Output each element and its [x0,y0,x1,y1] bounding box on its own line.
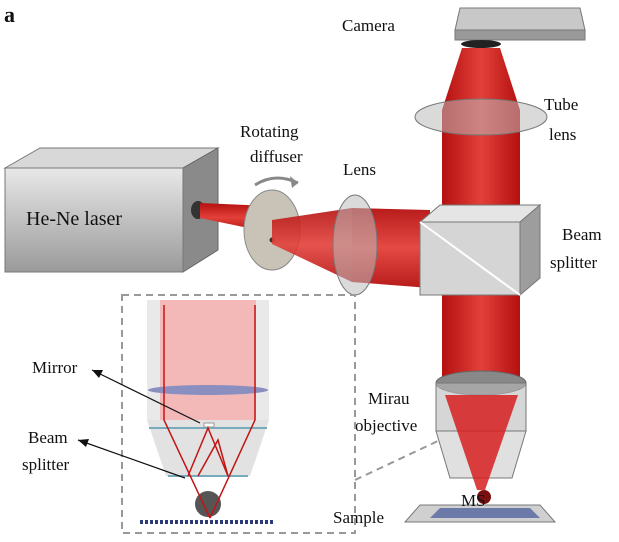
tube-lens-label-line2: lens [549,125,576,144]
inset-beam-splitter-label-line2: splitter [22,455,70,474]
beam-splitter-label-line2: splitter [550,253,598,272]
mirau-objective: Mirau objective [355,370,527,490]
lens: Lens [332,160,378,296]
tube-lens: Tube lens [414,95,578,144]
diffuser-label-line1: Rotating [240,122,299,141]
he-ne-laser: He-Ne laser [3,147,220,273]
mirau-label-line1: Mirau [368,389,410,408]
camera: Camera [342,7,586,48]
tube-lens-label-line1: Tube [544,95,578,114]
beam-splitter-label-line1: Beam [562,225,602,244]
inset-beam-splitter-label-line1: Beam [28,428,68,447]
objective-inset: Mirror Beam splitter [22,294,441,534]
ms-label: MS [461,491,486,510]
microsphere [477,490,491,504]
inset-mirror-label: Mirror [32,358,78,377]
diffuser-label-line2: diffuser [250,147,303,166]
diverging-beam [272,208,352,282]
sample: MS Sample [333,490,557,527]
lens-label: Lens [343,160,376,179]
camera-label: Camera [342,16,395,35]
sample-label: Sample [333,508,384,527]
beam-splitter-cube: Beam splitter [418,203,602,297]
mirau-label-line2: objective [355,416,417,435]
inset-border [121,294,356,534]
laser-label: He-Ne laser [26,208,122,230]
panel-label: a [4,2,15,27]
